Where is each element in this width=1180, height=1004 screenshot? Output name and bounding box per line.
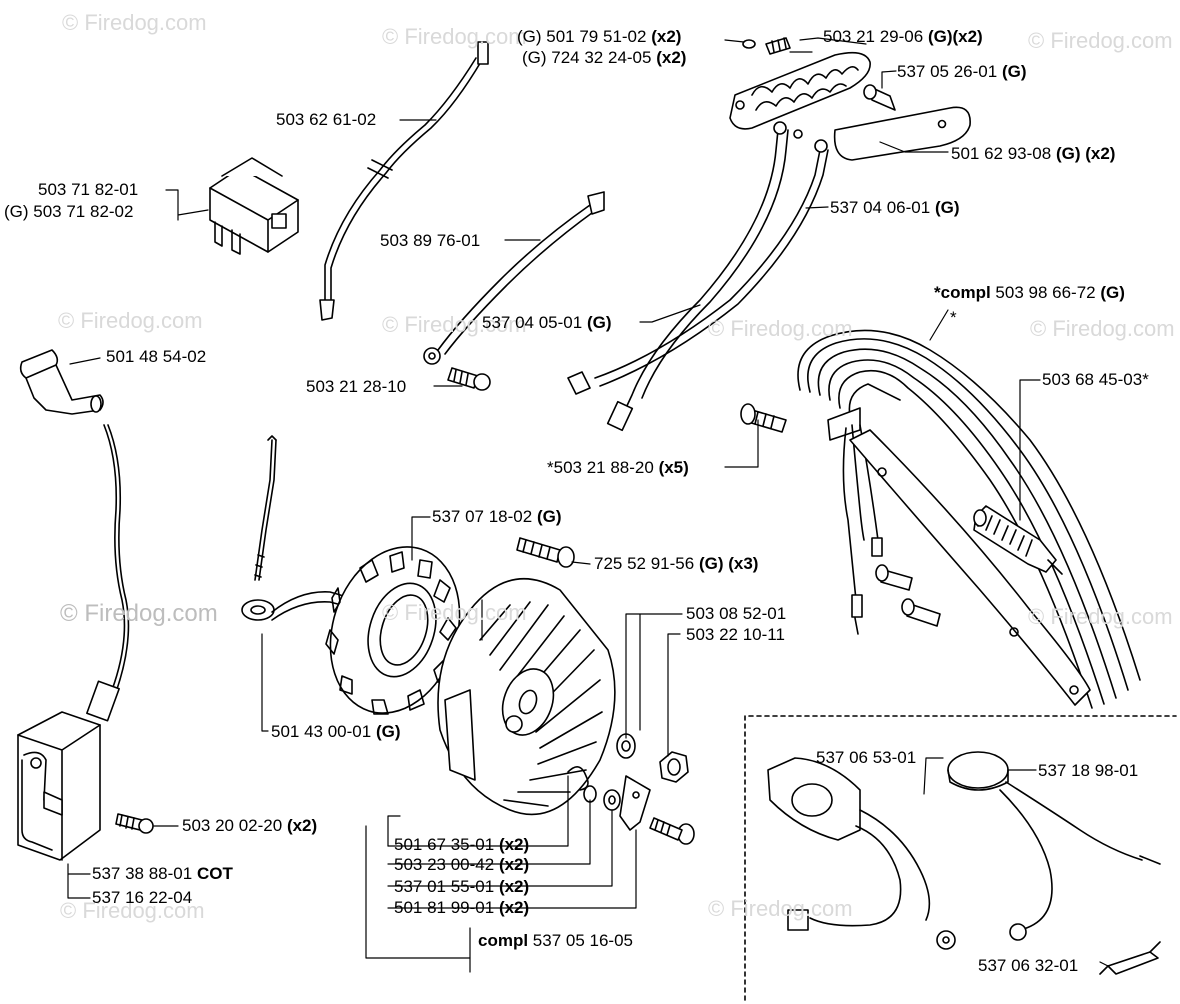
label-compl-537-05-16-05: compl 537 05 16-05: [478, 931, 633, 950]
label-537-06-32-01: 537 06 32-01: [978, 956, 1079, 975]
ignition-lead: [103, 424, 130, 693]
label-724-32-24-05: (G) 724 32 24-05 (x2): [522, 48, 687, 67]
label-537-06-53-01: 537 06 53-01: [816, 748, 917, 767]
sensor-537-18-98: [947, 751, 1161, 941]
label-537-04-06-01: 537 04 06-01 (G): [830, 198, 960, 217]
watermark-9: © Firedog.com: [382, 600, 527, 625]
screw-plate: [793, 129, 803, 139]
sensor-537-06-53: [767, 757, 956, 950]
screw-503-20-02: [115, 813, 154, 834]
label-501-48-54-02: 501 48 54-02: [106, 347, 207, 366]
label-503-21-29-06: 503 21 29-06 (G)(x2): [823, 27, 983, 46]
switch-lever: [833, 106, 971, 161]
watermark-7: © Firedog.com: [1030, 316, 1175, 341]
screws-503-21-88: [740, 403, 941, 627]
screws-725-52-91: [516, 537, 575, 568]
screw-flywheel: [649, 817, 695, 845]
label-537-07-18-02: 537 07 18-02 (G): [432, 507, 562, 526]
cable-537-04-05: [567, 139, 829, 395]
spacer-tube: [863, 84, 896, 111]
label-503-62-61-02: 503 62 61-02: [276, 110, 377, 129]
harness-loop: [797, 329, 1141, 709]
watermark-4: © Firedog.com: [58, 308, 203, 333]
label-501-62-93-08: 501 62 93-08 (G) (x2): [951, 144, 1116, 163]
switch-connector: [209, 157, 299, 255]
label-725-52-91-56: 725 52 91-56 (G) (x3): [594, 554, 759, 573]
ignition-module: [17, 680, 120, 861]
spark-plug-cap: [19, 349, 104, 415]
label-503-22-10-11: 503 22 10-11: [686, 625, 785, 644]
leader-lines: [67, 37, 1109, 973]
nut-503-22-10: [659, 751, 689, 783]
watermark-6: © Firedog.com: [708, 316, 853, 341]
pawl-501-81-99: [619, 775, 651, 831]
label-501-81-99-01: 501 81 99-01 (x2): [394, 898, 530, 917]
label-503-89-76-01: 503 89 76-01: [380, 231, 481, 250]
label-503-23-00-42: 503 23 00-42 (x2): [394, 855, 530, 874]
label-537-04-05-01: 537 04 05-01 (G): [482, 313, 612, 332]
label-501-79-51-02: (G) 501 79 51-02 (x2): [517, 27, 682, 46]
label-503-71-82-02: (G) 503 71 82-02: [4, 202, 134, 221]
screw-503-21-28: [447, 367, 491, 391]
cable-537-04-06: [606, 121, 789, 432]
screw-small-top: [742, 37, 791, 55]
label-501-43-00-01: 501 43 00-01 (G): [271, 722, 401, 741]
label-503-21-88-20: *503 21 88-20 (x5): [547, 458, 689, 477]
watermark-2: © Firedog.com: [382, 24, 527, 49]
watermark-1: © Firedog.com: [62, 10, 207, 35]
wire-503-89-76: [423, 191, 605, 365]
label-503-21-28-10: 503 21 28-10: [306, 377, 407, 396]
label-503-08-52-01: 503 08 52-01: [686, 604, 787, 623]
label-537-05-26-01: 537 05 26-01 (G): [897, 62, 1027, 81]
handle-bar-bracket: [849, 429, 1091, 706]
label-compl-503-98-66-72: *compl 503 98 66-72 (G): [934, 283, 1125, 302]
watermark-12: © Firedog.com: [708, 896, 853, 921]
watermark-11: © Firedog.com: [60, 898, 205, 923]
label-537-01-55-01: 537 01 55-01 (x2): [394, 877, 530, 896]
clip-537-06-32: [1099, 941, 1161, 975]
label-503-20-02-20: 503 20 02-20 (x2): [182, 816, 318, 835]
label-503-71-82-01: 503 71 82-01: [38, 180, 139, 199]
label-537-18-98-01: 537 18 98-01: [1038, 761, 1139, 780]
label-537-38-88-01: 537 38 88-01 COT: [92, 864, 233, 883]
label-star: *: [950, 308, 957, 327]
watermark-5: © Firedog.com: [382, 312, 527, 337]
switch-plate: [729, 51, 871, 130]
bolt-537-01-55: [603, 789, 621, 811]
wire-503-62-61: [319, 41, 489, 321]
watermark-8: © Firedog.com: [60, 600, 218, 627]
label-537-16-22-04: 537 16 22-04: [92, 888, 193, 907]
watermark-3: © Firedog.com: [1028, 28, 1173, 53]
label-501-67-35-01: 501 67 35-01 (x2): [394, 835, 530, 854]
label-503-68-45-03: 503 68 45-03*: [1042, 370, 1149, 389]
watermark-10: © Firedog.com: [1028, 604, 1173, 629]
sensor-box: [744, 715, 1177, 1001]
spark-plug-suppressor: [973, 505, 1063, 575]
stator: [325, 546, 461, 715]
